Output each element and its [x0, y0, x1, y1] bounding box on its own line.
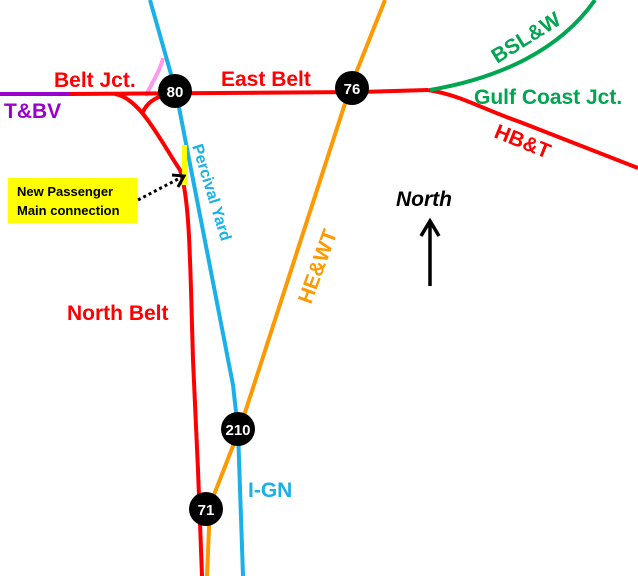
label-north: North: [396, 188, 452, 211]
label-belt-jct: Belt Jct.: [54, 69, 136, 92]
label-gulf-coast-jct: Gulf Coast Jct.: [474, 86, 622, 109]
node-80: 80: [158, 74, 192, 108]
ign-line: [148, 0, 245, 576]
note-box: [8, 178, 137, 223]
node-76: 76: [335, 71, 369, 105]
note-arrowhead-icon: [171, 173, 187, 188]
note-arrow: [137, 176, 181, 202]
label-hbt: HB&T: [491, 120, 554, 163]
bslw-line: [429, 0, 597, 92]
node-71: 71: [189, 492, 223, 526]
node-210: 210: [221, 412, 255, 446]
label-ign: I-GN: [248, 479, 292, 502]
node-71-label: 71: [198, 502, 215, 519]
note-line2: Main connection: [17, 203, 120, 218]
label-east-belt: East Belt: [221, 68, 311, 91]
label-north-belt: North Belt: [67, 302, 169, 325]
new-connection-marker: [182, 145, 187, 185]
node-76-label: 76: [344, 81, 361, 98]
hbt-line: [427, 88, 638, 170]
node-80-label: 80: [167, 84, 184, 101]
note-line1: New Passenger: [17, 184, 113, 199]
label-tbv: T&BV: [4, 100, 61, 123]
node-210-label: 210: [225, 422, 250, 439]
north-arrow-icon: [419, 217, 441, 286]
